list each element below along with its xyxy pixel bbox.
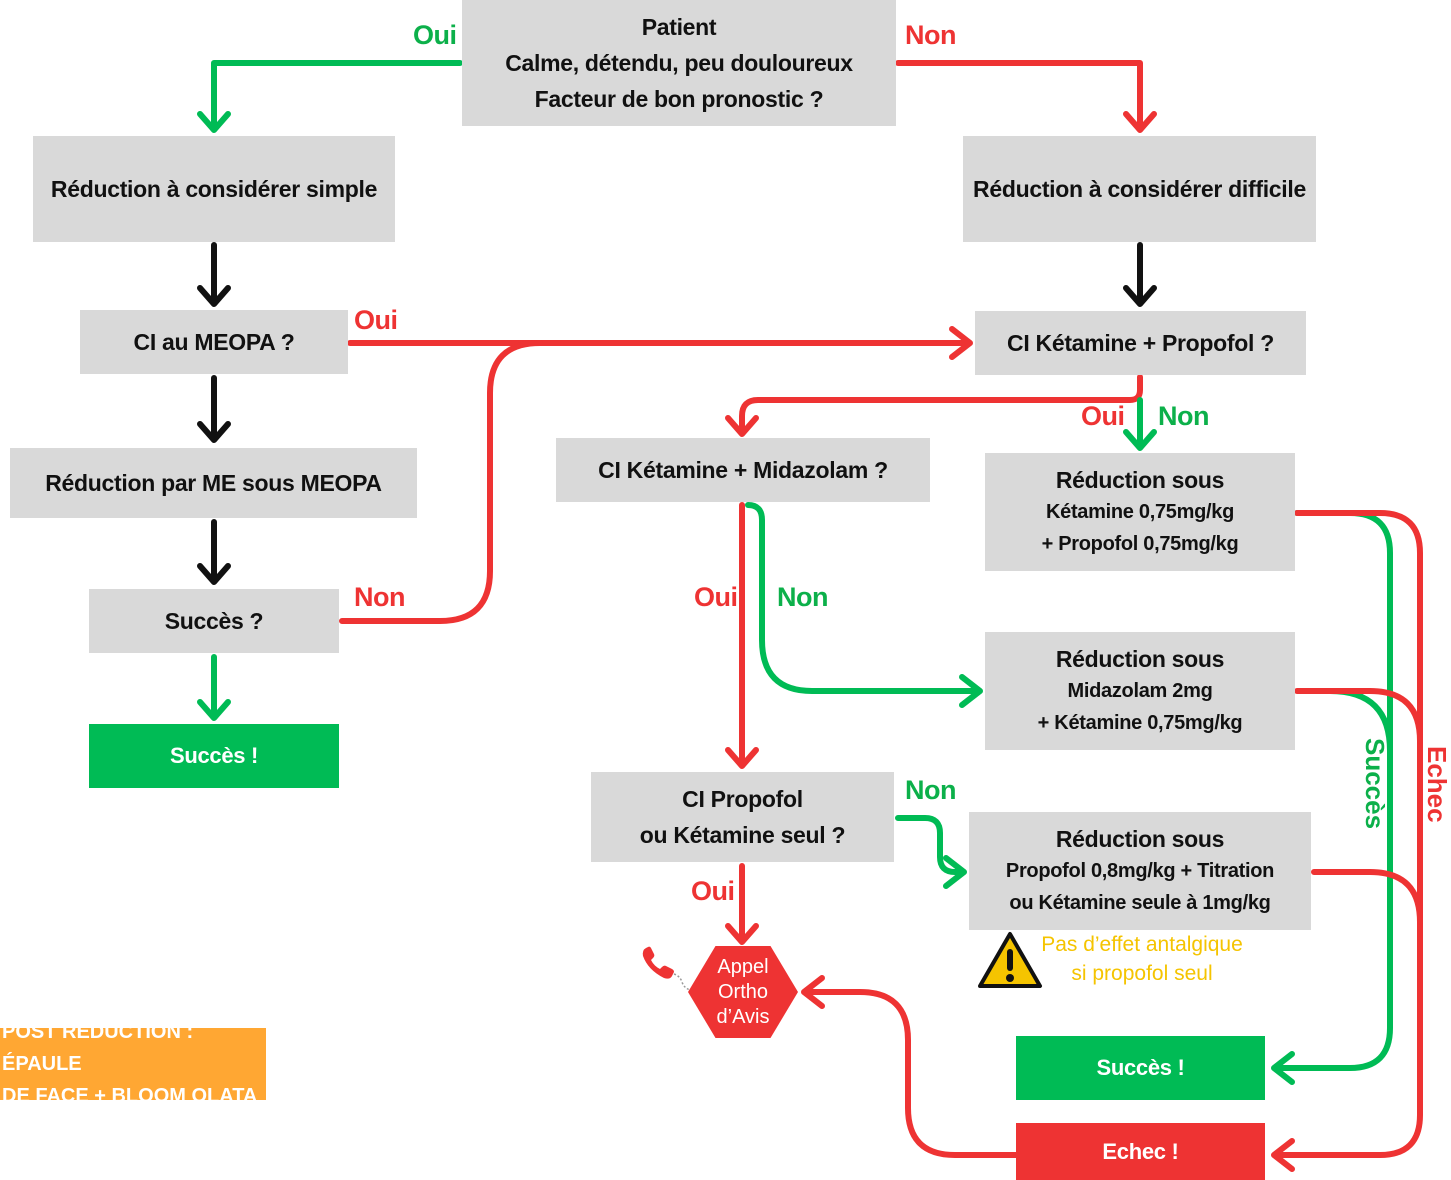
label-non-ci-kp: Non	[1158, 401, 1209, 431]
echec-line-3	[1311, 869, 1423, 925]
arrow-ci-km-non	[745, 502, 981, 694]
label-succes-vertical: Succès	[1360, 738, 1390, 830]
label-oui-ci-prop: Oui	[691, 876, 735, 906]
label-non-succes: Non	[354, 582, 405, 612]
succes-question-box: Succès ?	[89, 589, 339, 653]
reduction-simple-box: Réduction à considérer simple	[33, 136, 395, 242]
reduction-ketamine-propofol-box: Réduction sous Kétamine 0,75mg/kg + Prop…	[985, 453, 1295, 571]
patient-box: Patient Calme, détendu, peu douloureux F…	[462, 0, 896, 126]
phone-icon	[642, 946, 691, 991]
ci-meopa-box: CI au MEOPA ?	[80, 310, 348, 374]
arrow-patient-to-difficile	[895, 60, 1143, 131]
succes-right-box: Succès !	[1016, 1036, 1265, 1100]
arrow-ci-prop-non	[895, 815, 965, 875]
label-oui-ci-kp: Oui	[1081, 401, 1125, 431]
label-non-ci-km: Non	[777, 582, 828, 612]
arrow-succes-q-non	[339, 340, 543, 624]
echec-box: Echec !	[1016, 1123, 1265, 1180]
label-non-ci-prop: Non	[905, 775, 956, 805]
arrow-patient-to-simple	[211, 60, 463, 131]
label-oui-meopa: Oui	[354, 305, 398, 335]
echec-line-2	[1294, 688, 1423, 744]
ci-ketamine-propofol-box: CI Kétamine + Propofol ?	[975, 311, 1306, 375]
label-oui-ci-km: Oui	[694, 582, 738, 612]
reduction-me-meopa-box: Réduction par ME sous MEOPA	[10, 448, 417, 518]
ci-ketamine-midazolam-box: CI Kétamine + Midazolam ?	[556, 438, 930, 502]
ci-propofol-seul-box: CI Propofol ou Kétamine seul ?	[591, 772, 894, 862]
warning-text: Pas d’effet antalgique si propofol seul	[1041, 933, 1243, 985]
reduction-propofol-titration-box: Réduction sous Propofol 0,8mg/kg + Titra…	[969, 812, 1311, 930]
reduction-difficile-box: Réduction à considérer difficile	[963, 136, 1316, 242]
post-reduction-note: POST RÉDUCTION : ÉPAULE DE FACE + BLOOM …	[0, 1021, 266, 1107]
label-echec-vertical: Echec	[1422, 746, 1451, 823]
succes-left-box: Succès !	[89, 724, 339, 788]
echec-line-1	[1273, 510, 1423, 1158]
label-oui-top: Oui	[413, 20, 457, 50]
label-non-top: Non	[905, 20, 956, 50]
warning-icon	[978, 932, 1042, 988]
reduction-midazolam-ketamine-box: Réduction sous Midazolam 2mg + Kétamine …	[985, 632, 1295, 750]
arrow-echec-to-appel	[803, 989, 1019, 1158]
arrow-ci-kp-oui	[739, 374, 1143, 433]
